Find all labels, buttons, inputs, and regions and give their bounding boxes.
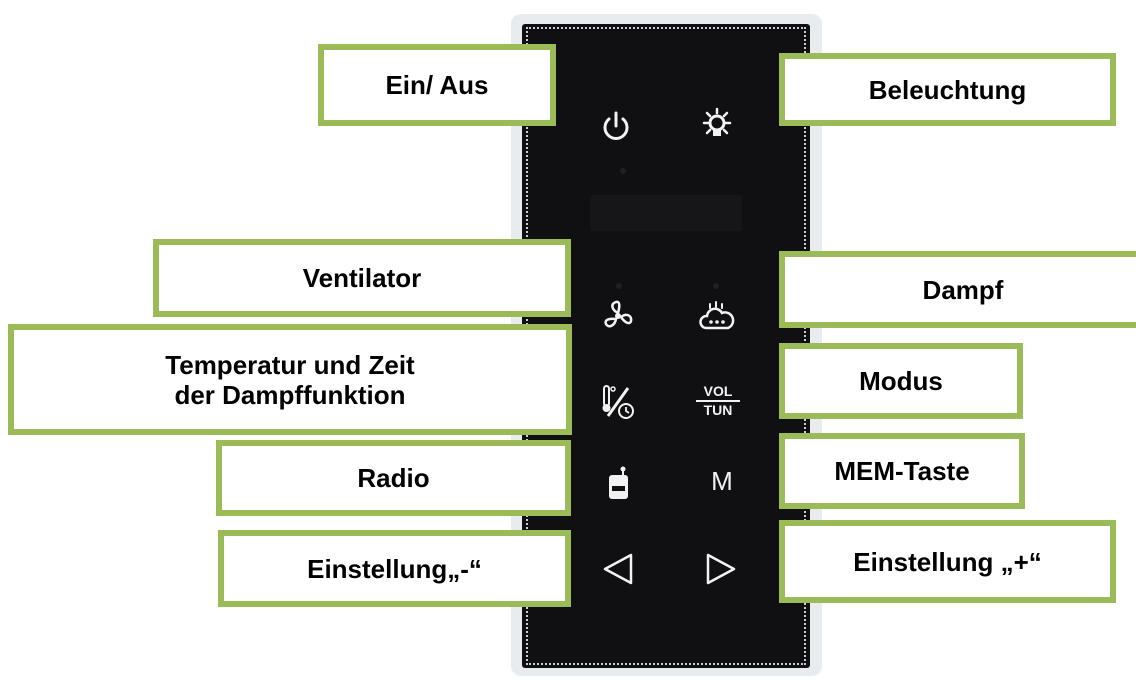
callout-radio: Radio [216, 440, 571, 516]
callout-minus: Einstellung„-“ [218, 530, 571, 607]
callout-plus-label: Einstellung „+“ [853, 546, 1042, 577]
callout-power-label: Ein/ Aus [385, 70, 489, 100]
lightbulb-icon[interactable] [697, 105, 737, 145]
arrow-left-icon[interactable] [599, 549, 639, 589]
fan-led [616, 283, 622, 289]
callout-radio-label: Radio [357, 463, 430, 493]
thermometer-timer-icon[interactable] [598, 382, 638, 422]
mem-key[interactable]: M [711, 466, 733, 496]
arrow-right-icon[interactable] [702, 549, 742, 589]
callout-minus-label: Einstellung„-“ [307, 553, 482, 584]
panel-display [590, 195, 742, 231]
steam-led [713, 283, 719, 289]
callout-temp-time-line2: der Dampffunktion [174, 379, 406, 410]
callout-mode: Modus [779, 343, 1023, 419]
callout-power: Ein/ Aus [318, 44, 556, 126]
callout-fan: Ventilator [153, 239, 571, 317]
vol-label: VOL [696, 384, 740, 402]
tun-label: TUN [703, 402, 733, 418]
steam-cloud-icon[interactable] [696, 298, 736, 338]
callout-temp-time-line1: Temperatur und Zeit [165, 349, 415, 380]
callout-steam-label: Dampf [922, 274, 1004, 305]
callout-temp-time: Temperatur und Zeit der Dampffunktion [8, 324, 572, 435]
callout-lighting-label: Beleuchtung [868, 74, 1027, 105]
power-led [620, 168, 626, 174]
callout-plus: Einstellung „+“ [779, 520, 1116, 603]
fan-icon[interactable] [598, 296, 638, 336]
power-icon[interactable] [596, 106, 636, 146]
vol-tun-button[interactable]: VOL TUN [696, 384, 740, 418]
callout-lighting: Beleuchtung [779, 53, 1116, 126]
callout-fan-label: Ventilator [302, 263, 422, 293]
callout-mem-label: MEM-Taste [834, 456, 970, 486]
callout-mem: MEM-Taste [779, 433, 1025, 509]
callout-mode-label: Modus [859, 366, 943, 396]
callout-steam: Dampf [779, 251, 1136, 328]
radio-icon[interactable] [599, 464, 639, 504]
